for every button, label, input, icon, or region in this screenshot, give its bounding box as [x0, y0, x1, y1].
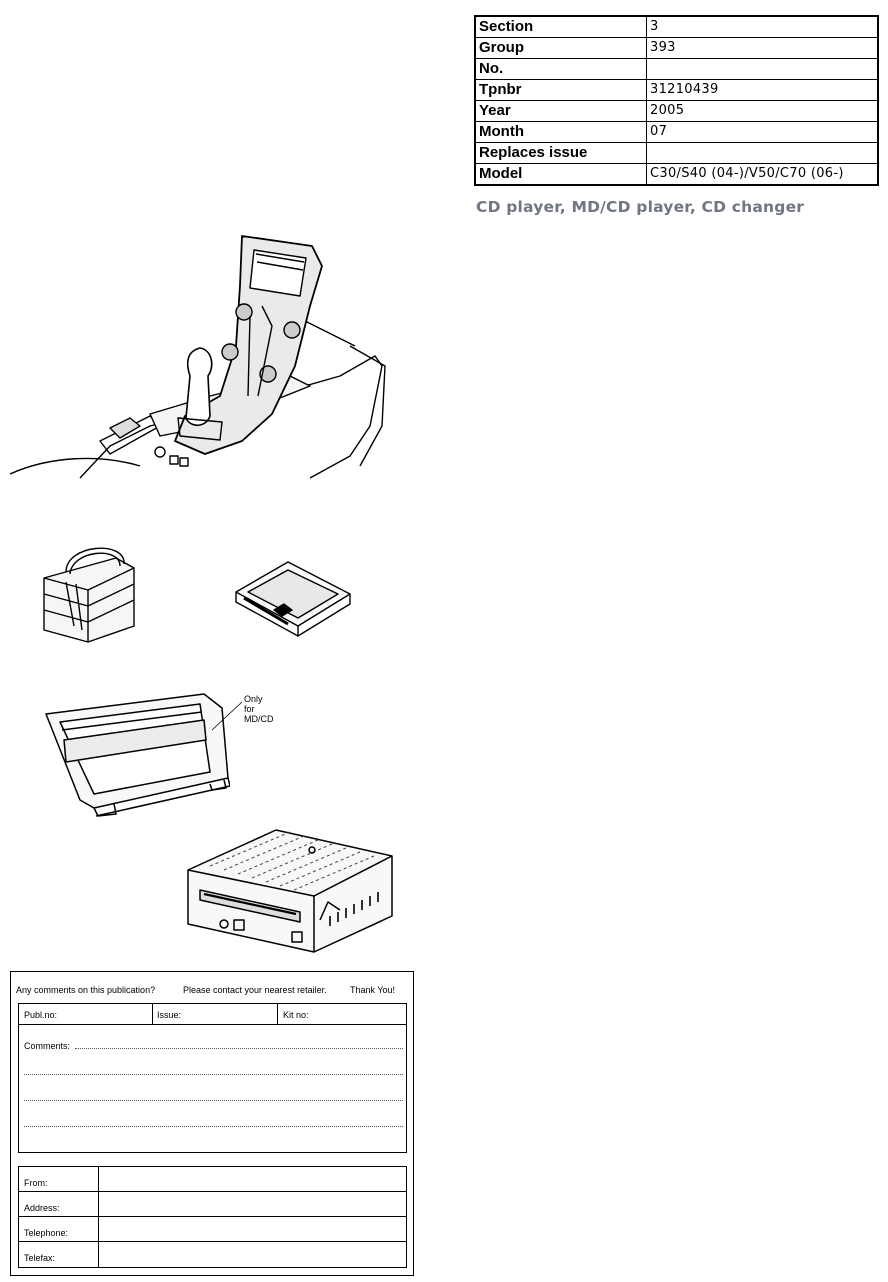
address-label: Address:	[24, 1203, 60, 1213]
issue-label: Issue:	[157, 1010, 182, 1020]
form-contact: Please contact your nearest retailer.	[183, 985, 327, 995]
bezel-note-label: Only for MD/CD	[244, 694, 304, 724]
divider	[19, 1024, 406, 1025]
center-console-illustration	[10, 226, 410, 482]
row-value: 07	[646, 121, 879, 143]
document-subtitle: CD player, MD/CD player, CD changer	[476, 198, 805, 216]
cd-player-unit-illustration	[180, 826, 400, 956]
table-row: No.	[474, 58, 879, 80]
comment-line[interactable]	[24, 1126, 403, 1127]
publ-no-label: Publ.no:	[24, 1010, 58, 1020]
row-key: Model	[474, 163, 647, 186]
sender-details-box: From: Address: Telephone: Telefax:	[18, 1166, 407, 1268]
md-cd-bezel-illustration	[40, 690, 230, 826]
row-value: 3	[646, 15, 879, 38]
row-key: No.	[474, 58, 647, 80]
row-key: Tpnbr	[474, 79, 647, 101]
toolbox-illustration	[36, 538, 146, 656]
form-thanks: Thank You!	[350, 985, 396, 995]
row-key: Month	[474, 121, 647, 143]
divider	[19, 1191, 406, 1192]
bezel-note-text: Only for MD/CD	[244, 694, 274, 724]
row-value	[646, 142, 879, 164]
publication-comments-box: Publ.no: Issue: Kit no: Comments:	[18, 1003, 407, 1153]
table-row: Replaces issue	[474, 142, 879, 164]
from-label: From:	[24, 1178, 48, 1188]
row-value: C30/S40 (04-)/V50/C70 (06-)	[646, 163, 879, 186]
row-value: 393	[646, 37, 879, 59]
comment-line[interactable]	[75, 1048, 403, 1049]
comment-line[interactable]	[24, 1074, 403, 1075]
telephone-label: Telephone:	[24, 1228, 69, 1238]
bezel-note-leader	[208, 700, 244, 736]
divider	[277, 1004, 278, 1024]
comment-line[interactable]	[24, 1100, 403, 1101]
form-header: Any comments on this publication? Please…	[16, 985, 395, 995]
divider	[152, 1004, 153, 1024]
form-question: Any comments on this publication?	[16, 985, 156, 995]
divider	[98, 1167, 99, 1267]
comments-label: Comments:	[24, 1041, 71, 1051]
row-value: 2005	[646, 100, 879, 122]
row-key: Section	[474, 15, 647, 38]
row-key: Year	[474, 100, 647, 122]
vida-software-illustration	[226, 554, 356, 644]
kit-no-label: Kit no:	[283, 1010, 309, 1020]
row-value: 31210439	[646, 79, 879, 101]
row-key: Replaces issue	[474, 142, 647, 164]
divider	[19, 1241, 406, 1242]
divider	[19, 1216, 406, 1217]
row-value	[646, 58, 879, 80]
row-key: Group	[474, 37, 647, 59]
telefax-label: Telefax:	[24, 1253, 56, 1263]
comment-form: Any comments on this publication? Please…	[10, 971, 414, 1276]
